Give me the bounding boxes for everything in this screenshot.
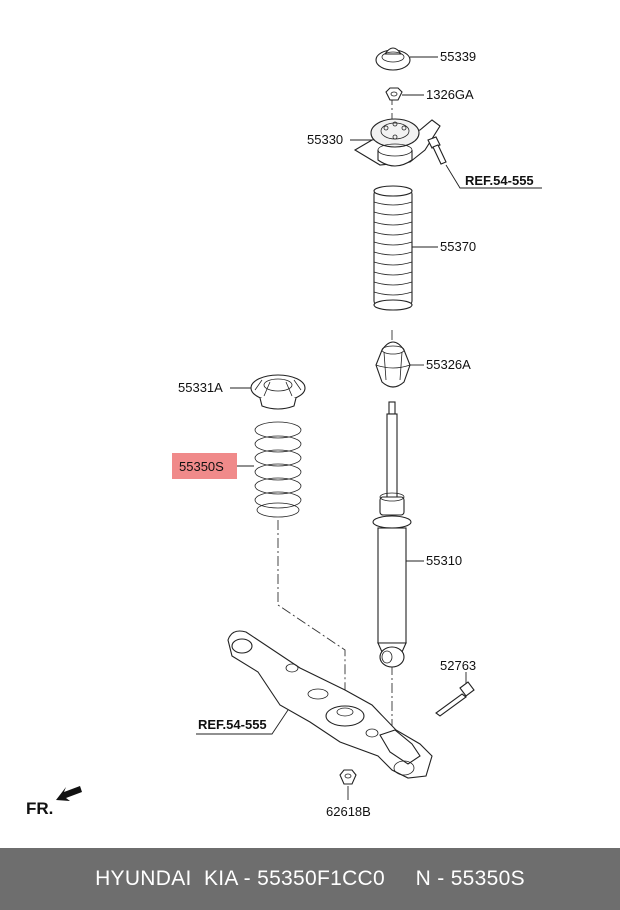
front-indicator-label: FR. bbox=[26, 799, 53, 818]
label-55331A: 55331A bbox=[178, 380, 223, 395]
label-55326A: 55326A bbox=[426, 357, 471, 372]
front-arrow-icon bbox=[56, 786, 82, 801]
label-55370: 55370 bbox=[440, 239, 476, 254]
footer-bar: HYUNDAI KIA - 55350F1CC0 N - 55350S bbox=[0, 848, 620, 910]
nut-part[interactable] bbox=[385, 87, 403, 101]
label-ref-lower: REF.54-555 bbox=[198, 717, 267, 732]
label-ref-upper: REF.54-555 bbox=[465, 173, 534, 188]
label-55350S[interactable]: 55350S bbox=[179, 459, 224, 474]
footer-text: HYUNDAI KIA - 55350F1CC0 N - 55350S bbox=[95, 867, 525, 890]
bump-stopper-part[interactable] bbox=[375, 341, 411, 388]
spring-seat-part[interactable] bbox=[250, 374, 306, 410]
coil-spring-part[interactable] bbox=[254, 421, 302, 518]
leader-ref-upper bbox=[445, 164, 542, 189]
exploded-parts-diagram: 55339 1326GA 55330 REF.54-555 55370 bbox=[26, 47, 542, 819]
insulator-cap-part[interactable] bbox=[375, 47, 411, 71]
shock-absorber-part[interactable] bbox=[372, 401, 412, 668]
label-1326GA: 1326GA bbox=[426, 87, 474, 102]
lower-control-arm-part[interactable] bbox=[227, 630, 433, 779]
mount-bolt-part[interactable] bbox=[427, 136, 447, 165]
leader-ref-lower bbox=[196, 709, 289, 735]
label-55310: 55310 bbox=[426, 553, 462, 568]
label-62618B: 62618B bbox=[326, 804, 371, 819]
label-52763: 52763 bbox=[440, 658, 476, 673]
spring-highlight-box bbox=[172, 453, 237, 479]
label-55330: 55330 bbox=[307, 132, 343, 147]
dust-cover-part[interactable] bbox=[373, 185, 413, 311]
lower-bolt-part[interactable] bbox=[435, 681, 475, 717]
spring-center-line bbox=[277, 520, 346, 705]
lower-nut-part[interactable] bbox=[339, 769, 357, 785]
strut-mount-part[interactable] bbox=[353, 118, 441, 167]
label-55339: 55339 bbox=[440, 49, 476, 64]
